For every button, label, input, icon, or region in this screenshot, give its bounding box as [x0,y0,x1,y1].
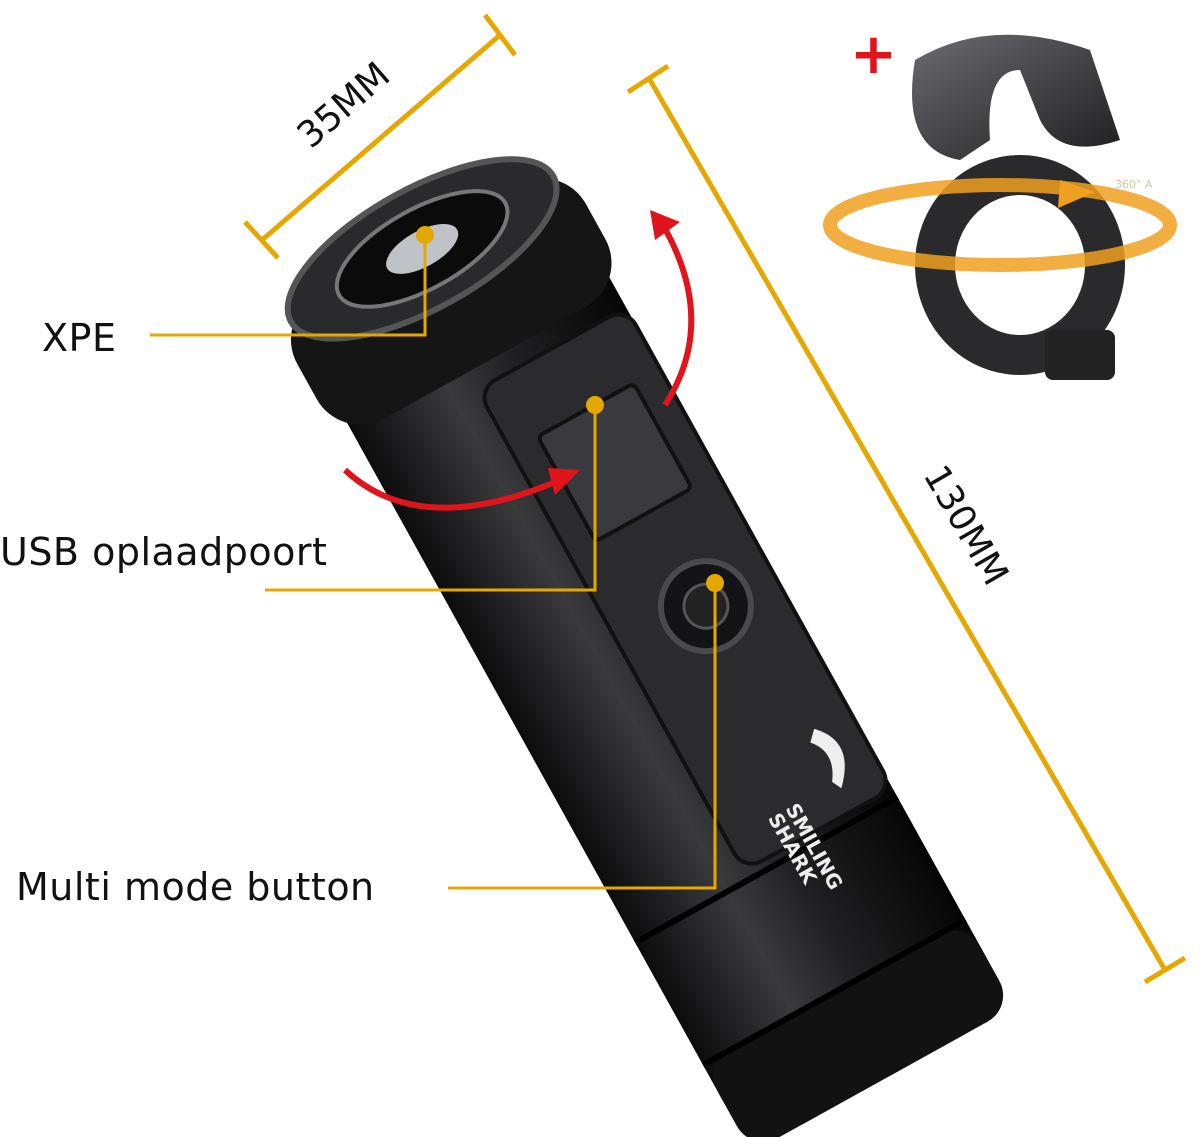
multi-mode-button-label: Multi mode button [16,865,375,909]
flashlight [284,156,1004,1137]
xpe-marker [416,226,434,244]
xpe-led [386,223,459,274]
tail-cap [713,930,1004,1137]
rotation-label: 360° A [1115,178,1153,191]
usb-cover [537,383,692,542]
shark-logo-icon [810,728,845,789]
usb-port-label: USB oplaadpoort [0,530,328,574]
bike-mount [823,34,1177,380]
button-marker [706,574,724,592]
xpe-label: XPE [42,316,117,360]
width-dimension-line [243,13,517,260]
rotate-arrow-icon [657,218,695,407]
button-leader-line [448,583,717,890]
rotate-arrow-icon [342,467,562,511]
usb-leader-line [265,405,597,592]
xpe-leader-line [150,235,427,337]
mount-rotation-arrow-icon [823,178,1177,272]
length-dimension-line [626,63,1187,985]
plus-icon: + [850,22,897,87]
usb-marker [586,396,604,414]
